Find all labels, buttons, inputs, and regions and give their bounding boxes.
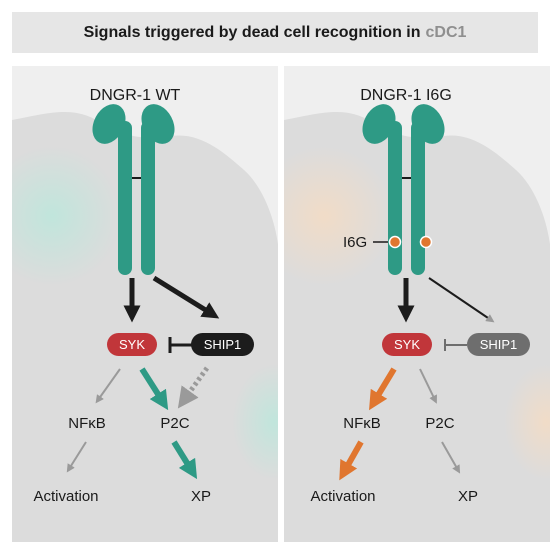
- cell-background: [284, 66, 550, 542]
- p2c-label: P2C: [425, 415, 454, 432]
- ship1-node: SHIP1: [467, 333, 530, 356]
- mutation-dot: [419, 235, 433, 249]
- arrow-p2c-to-xp: [171, 440, 198, 480]
- nfkb-label: NFκB: [343, 415, 381, 432]
- arrow-nfkb-to-activation: [339, 440, 364, 481]
- mutation-marker: I6G: [343, 234, 433, 251]
- arrow-receptor-to-ship1: [152, 275, 220, 319]
- ship1-label: SHIP1: [204, 337, 242, 352]
- syk-node: SYK: [107, 333, 157, 356]
- arrow-nfkb-to-activation: [66, 441, 87, 473]
- xp-label: XP: [191, 488, 211, 505]
- activation-label: Activation: [33, 488, 98, 505]
- panel-heading: DNGR-1 WT: [90, 87, 181, 104]
- arrow-p2c-to-xp: [441, 441, 461, 474]
- syk-node: SYK: [382, 333, 432, 356]
- nfkb-label: NFκB: [68, 415, 106, 432]
- arrow-receptor-to-ship1: [428, 277, 495, 323]
- syk-label: SYK: [394, 337, 420, 352]
- title-bar: Signals triggered by dead cell recogniti…: [12, 12, 538, 53]
- arrow-syk-to-nfkb: [95, 368, 121, 404]
- panel-i6g: DNGR-1 I6G I6G SYK SHIP1 NFκB P2C Activa…: [284, 66, 550, 542]
- mutation-dot: [388, 235, 402, 249]
- ship1-node: SHIP1: [191, 333, 254, 356]
- activation-label: Activation: [310, 488, 375, 505]
- mutation-label: I6G: [343, 234, 367, 251]
- arrow-ship1-to-p2c: [177, 366, 210, 409]
- ship1-inhibition: [168, 337, 192, 353]
- title-text: Signals triggered by dead cell recogniti…: [83, 23, 421, 41]
- xp-label: XP: [458, 488, 478, 505]
- syk-label: SYK: [119, 337, 145, 352]
- panel-wt: DNGR-1 WT SYK SHIP1 NFκB P2C Activation …: [12, 66, 278, 542]
- arrow-syk-to-nfkb: [369, 367, 397, 411]
- arrow-syk-to-p2c: [139, 367, 169, 411]
- title-highlight: cDC1: [425, 23, 467, 41]
- ship1-inhibition: [444, 339, 467, 351]
- panel-heading: DNGR-1 I6G: [360, 87, 452, 104]
- arrow-syk-to-p2c: [419, 368, 437, 404]
- ship1-label: SHIP1: [480, 337, 518, 352]
- dngr1-receptor: [92, 104, 175, 275]
- p2c-label: P2C: [160, 415, 189, 432]
